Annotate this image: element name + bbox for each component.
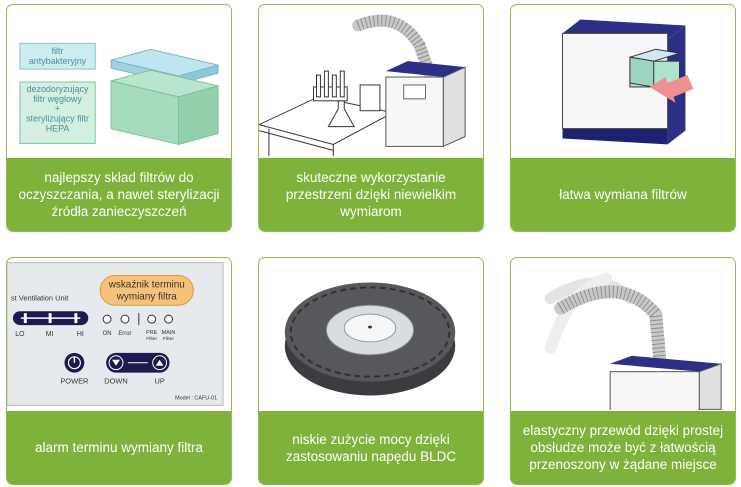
error-label: Error: [118, 331, 131, 337]
panel-unit-name: st Ventilation Unit: [11, 293, 68, 302]
caption: łatwa wymiana filtrów: [511, 158, 735, 231]
lo-label: LO: [15, 331, 25, 338]
on-label: ON: [103, 331, 112, 337]
feature-card-compact: skuteczne wykorzystanie przestrzeni dzię…: [258, 4, 484, 232]
label-carbon-1: dezodoryzujący: [27, 84, 89, 94]
lab-unit-illustration: [259, 14, 466, 157]
model-label: Model : CAFU-01: [175, 395, 217, 401]
up-label: UP: [154, 377, 164, 386]
power-label: POWER: [60, 377, 89, 386]
hi-label: HI: [77, 331, 84, 338]
bldc-fan-illustration: [284, 282, 456, 396]
label-hepa-1: sterylizujący filtr: [26, 114, 89, 124]
feature-card-filter-exchange: łatwa wymiana filtrów: [510, 4, 736, 232]
filter-layers-illustration: filtr antybakteryjny dezodoryzujący filt…: [19, 42, 219, 146]
caption: alarm terminu wymiany filtra: [7, 411, 231, 484]
label-antibacterial-2: antybakteryjny: [29, 56, 87, 66]
caption: skuteczne wykorzystanie przestrzeni dzię…: [259, 158, 483, 231]
caption: elastyczny przewód dzięki prostej obsłud…: [511, 411, 735, 484]
feature-card-bldc: niskie zużycie mocy dzięki zastosowaniu …: [258, 257, 484, 485]
badge-line1: wskaźnik terminu: [108, 279, 185, 290]
label-carbon-2: filtr węglowy: [33, 94, 82, 104]
caption: niskie zużycie mocy dzięki zastosowaniu …: [259, 411, 483, 484]
down-label: DOWN: [104, 377, 127, 386]
main-label: MAIN: [162, 330, 176, 336]
filter-drawer-illustration: [562, 19, 694, 145]
caption: najlepszy skład filtrów do oczyszczania,…: [7, 158, 231, 231]
feature-card-alarm: st Ventilation Unit wskaźnik terminu wym…: [6, 257, 232, 485]
label-antibacterial-1: filtr: [52, 46, 64, 56]
label-plus: +: [55, 104, 60, 114]
badge-line2: wymiany filtra: [116, 291, 177, 302]
feature-card-filters: filtr antybakteryjny dezodoryzujący filt…: [6, 4, 232, 232]
pre-filter-label: Filter: [146, 336, 157, 342]
control-panel-illustration: st Ventilation Unit wskaźnik terminu wym…: [7, 262, 224, 406]
label-hepa-2: HEPA: [46, 124, 70, 134]
mi-label: MI: [46, 331, 54, 338]
pre-label: PRE: [146, 330, 158, 336]
main-filter-label: Filter: [163, 336, 174, 342]
flexible-duct-illustration: [544, 272, 722, 410]
feature-card-flexible-duct: elastyczny przewód dzięki prostej obsłud…: [510, 257, 736, 485]
